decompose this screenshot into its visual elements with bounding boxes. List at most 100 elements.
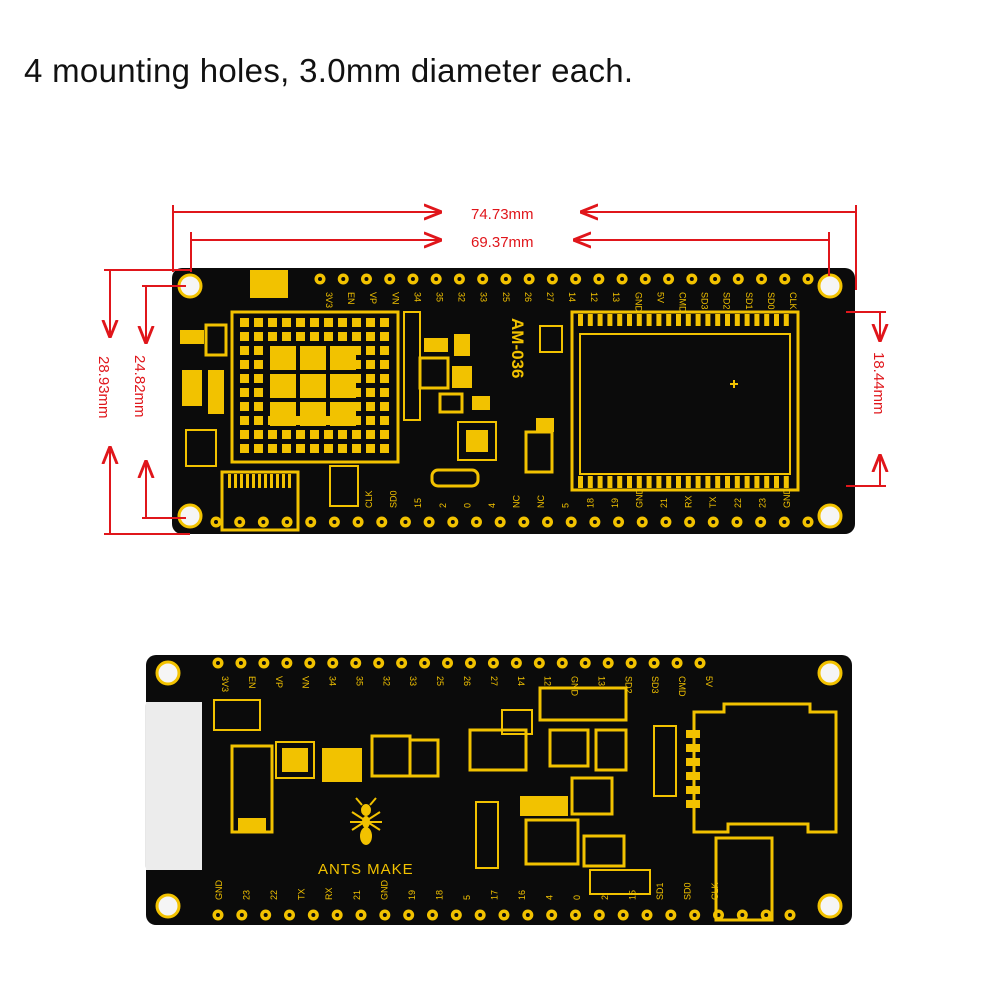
- front-left-components: [180, 270, 288, 467]
- dim-hole-spacing-width: 24.82mm: [131, 355, 148, 418]
- header-pad-hole: [261, 661, 266, 665]
- chip-pad: [352, 416, 361, 425]
- module-pad: [705, 476, 711, 488]
- back-components: [213, 686, 677, 895]
- header-pad-hole: [569, 520, 574, 524]
- chip-pad: [380, 416, 389, 425]
- chip-pad: [366, 402, 375, 411]
- pin-label: 23: [757, 498, 767, 508]
- pin-label: 0: [572, 895, 582, 900]
- chip-pad: [380, 360, 389, 369]
- dim-overall-width: 28.93mm: [95, 356, 112, 419]
- chip-pad: [240, 402, 249, 411]
- module-pad: [764, 314, 770, 326]
- header-pad-hole: [645, 913, 649, 917]
- header-pad-hole: [764, 913, 769, 917]
- module-pad: [578, 476, 583, 488]
- pin-label: 22: [733, 498, 743, 508]
- chip-pad: [296, 430, 305, 439]
- shield-module-pads: [578, 314, 789, 488]
- header-pad-hole: [468, 661, 473, 665]
- pin-label: SD1: [744, 292, 754, 310]
- chip-pad: [380, 332, 389, 341]
- front-center-components: [329, 311, 563, 507]
- pin-label: 35: [354, 676, 364, 686]
- pin-label: 2: [438, 503, 448, 508]
- pin-label: RX: [684, 495, 694, 508]
- pin-label: 14: [567, 292, 577, 302]
- header-pad-hole: [666, 277, 671, 281]
- pin-label: NC: [512, 495, 522, 508]
- pin-label: 5V: [655, 292, 665, 303]
- dim-connector-width: 18.44mm: [870, 352, 887, 415]
- chip-pad: [366, 430, 375, 439]
- module-pad: [754, 314, 760, 326]
- module-pad: [656, 476, 662, 488]
- back-top-header-pads: [212, 657, 706, 669]
- header-pad-hole: [237, 520, 242, 524]
- usb-pins: [228, 474, 291, 488]
- header-pad-hole: [356, 520, 361, 524]
- chip-pad: [310, 332, 319, 341]
- header-pad-hole: [318, 277, 322, 281]
- header-pad-hole: [364, 277, 369, 281]
- module-pad: [666, 314, 672, 326]
- chip-pad: [366, 332, 375, 341]
- pin-label: 5V: [704, 676, 714, 687]
- module-pad: [744, 314, 750, 326]
- header-pad-hole: [698, 661, 702, 665]
- header-pad-hole: [308, 520, 313, 524]
- chip-pad: [240, 444, 249, 453]
- back-pcb: [146, 655, 852, 925]
- module-pad: [715, 314, 721, 326]
- chip-pad: [380, 444, 389, 453]
- header-pad-hole: [597, 913, 602, 917]
- pin-label: 26: [523, 292, 533, 302]
- module-pad: [685, 476, 691, 488]
- header-pad-hole: [758, 520, 763, 524]
- header-pad-hole: [379, 520, 384, 524]
- module-pad: [607, 314, 613, 326]
- header-pad-hole: [427, 520, 432, 524]
- header-pad-hole: [214, 520, 218, 524]
- chip-pad: [338, 332, 347, 341]
- chip-pad: [240, 318, 249, 327]
- header-pad-hole: [261, 520, 266, 524]
- header-pad-hole: [502, 913, 506, 917]
- header-pad-hole: [788, 913, 792, 917]
- pin-label: SD3: [650, 676, 660, 694]
- chip-pad: [240, 360, 249, 369]
- header-pad-hole: [311, 913, 316, 917]
- module-pad: [715, 476, 721, 488]
- header-pad-hole: [806, 520, 810, 524]
- header-pad-hole: [596, 277, 601, 281]
- header-pad-hole: [478, 913, 483, 917]
- sd-card-slot: [692, 702, 838, 834]
- chip-pad: [366, 360, 375, 369]
- module-pad: [676, 314, 681, 326]
- ant-logo: [350, 797, 382, 845]
- header-pad-hole: [457, 277, 462, 281]
- header-pad-hole: [734, 520, 739, 524]
- chip-pad: [282, 444, 291, 453]
- chip-pad: [366, 444, 375, 453]
- front-mounting-holes: [177, 273, 843, 529]
- chip-pad: [282, 332, 291, 341]
- pin-label: 16: [517, 890, 527, 900]
- model-label: AM-036: [508, 318, 527, 378]
- header-pad-hole: [403, 520, 408, 524]
- pin-label: VP: [368, 292, 378, 304]
- chip-pad: [352, 360, 361, 369]
- pin-label: 23: [242, 890, 252, 900]
- pin-label: RX: [324, 887, 334, 900]
- sd-card-pins: [686, 730, 700, 808]
- module-pad: [783, 476, 789, 488]
- header-pad-hole: [521, 520, 526, 524]
- pin-label: SD1: [655, 882, 665, 900]
- module-pad: [607, 476, 613, 488]
- pin-label: 18: [434, 890, 444, 900]
- header-pad-hole: [454, 913, 459, 917]
- chip-thermal-pad: [270, 374, 296, 398]
- pin-label: GND: [633, 292, 643, 313]
